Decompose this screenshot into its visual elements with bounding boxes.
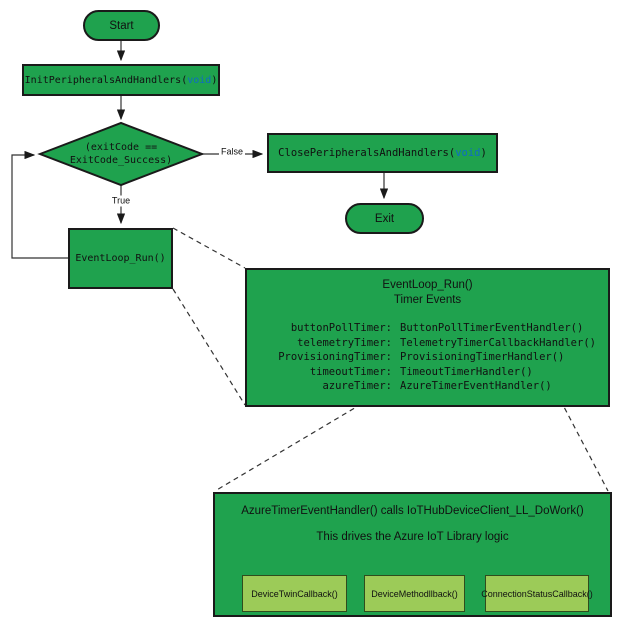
init-code-pre: InitPeripheralsAndHandlers( <box>24 74 188 86</box>
init-peripherals-node: InitPeripheralsAndHandlers(void) <box>22 64 220 96</box>
device-twin-callback-box: DeviceTwinCallback() <box>242 575 347 612</box>
edge-eventloop-loopback-to-decision <box>11 150 68 259</box>
false-edge-label: False <box>218 146 246 158</box>
timer-name: azureTimer: <box>322 380 392 392</box>
exit-node: Exit <box>345 203 424 234</box>
timer-row: azureTimer: AzureTimerEventHandler() <box>247 379 608 394</box>
timer-events-detail-box: EventLoop_Run() Timer Events buttonPollT… <box>245 268 610 407</box>
timer-events-header: EventLoop_Run() Timer Events <box>247 278 608 308</box>
timer-row: ProvisioningTimer: ProvisioningTimerHand… <box>247 350 608 365</box>
dashed-eventloop-to-bigbox-top <box>172 227 246 269</box>
device-method-callback-label: DeviceMethodllback() <box>371 588 458 599</box>
timer-row: buttonPollTimer: ButtonPollTimerEventHan… <box>247 321 608 336</box>
decision-line2: ExitCode_Success) <box>69 155 173 166</box>
init-code-post: ) <box>211 74 218 86</box>
dashed-azuretimer-to-bottombox-left <box>214 389 386 492</box>
true-edge-label: True <box>109 195 133 207</box>
decision-diamond-shape <box>37 121 205 187</box>
init-code-keyword: void <box>187 74 212 86</box>
timer-handler: TelemetryTimerCallbackHandler() <box>400 336 596 349</box>
timer-handler: ButtonPollTimerEventHandler() <box>400 322 584 334</box>
timer-events-title-line1: EventLoop_Run() <box>382 279 473 291</box>
timer-name: timeoutTimer: <box>309 365 392 378</box>
timer-handler: TimeoutTimerHandler() <box>400 365 533 378</box>
close-peripherals-node: ClosePeripheralsAndHandlers(void) <box>267 133 498 173</box>
timer-row: telemetryTimer: TelemetryTimerCallbackHa… <box>247 336 608 351</box>
timer-list: buttonPollTimer: ButtonPollTimerEventHan… <box>247 321 608 394</box>
close-code-pre: ClosePeripheralsAndHandlers( <box>278 147 456 159</box>
close-code-post: ) <box>480 147 487 159</box>
connection-status-callback-label: ConnectionStatusCallback() <box>481 588 593 599</box>
azure-handler-subtitle: This drives the Azure IoT Library logic <box>316 531 509 543</box>
device-twin-callback-label: DeviceTwinCallback() <box>251 588 338 599</box>
timer-handler: ProvisioningTimerHandler() <box>400 351 565 363</box>
dashed-eventloop-to-bigbox-bottom <box>172 288 246 406</box>
azure-handler-detail-box: AzureTimerEventHandler() calls IoTHubDev… <box>213 492 612 617</box>
connection-status-callback-box: ConnectionStatusCallback() <box>481 575 593 612</box>
decision-line1: (exitCode == <box>84 142 158 153</box>
timer-name: buttonPollTimer: <box>290 322 392 334</box>
timer-name: ProvisioningTimer: <box>278 351 392 363</box>
timer-row: timeoutTimer: TimeoutTimerHandler() <box>247 365 608 380</box>
timer-events-title-line2: Timer Events <box>393 294 462 306</box>
start-label: Start <box>109 19 134 32</box>
timer-name: telemetryTimer: <box>297 336 392 349</box>
exit-label: Exit <box>374 212 395 225</box>
timer-handler: AzureTimerEventHandler() <box>400 380 552 392</box>
eventloop-run-label: EventLoop_Run() <box>75 253 166 264</box>
azure-handler-title: AzureTimerEventHandler() calls IoTHubDev… <box>241 505 584 517</box>
close-code-keyword: void <box>455 147 481 159</box>
start-node: Start <box>83 10 160 41</box>
decision-node: (exitCode == ExitCode_Success) <box>40 123 202 185</box>
eventloop-run-node: EventLoop_Run() <box>68 228 173 289</box>
device-method-callback-box: DeviceMethodllback() <box>364 575 465 612</box>
